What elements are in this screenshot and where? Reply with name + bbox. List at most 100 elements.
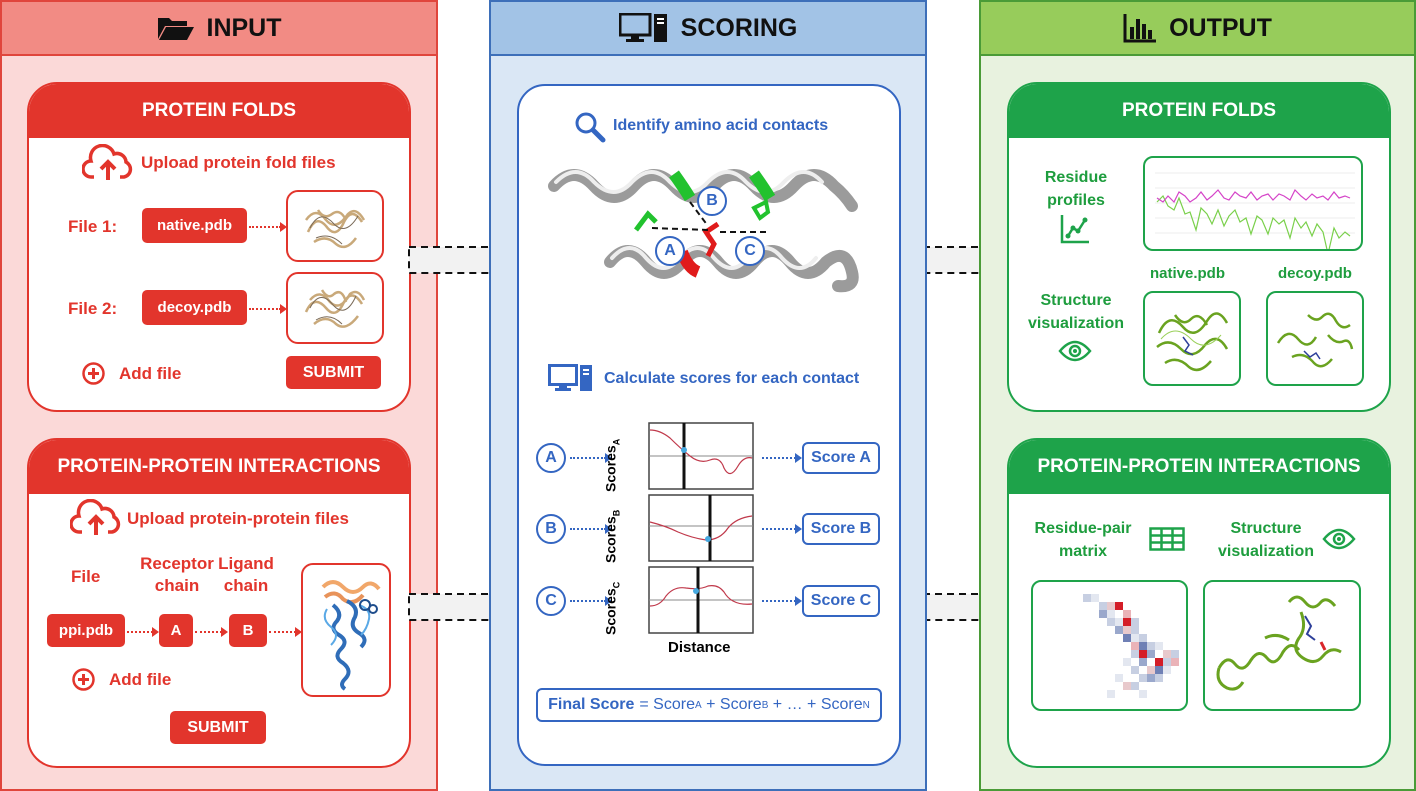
protein-structure-image xyxy=(304,209,366,249)
plot-b-out-arrow xyxy=(762,524,802,534)
heatmap-cell xyxy=(1163,666,1171,674)
scoring-header-label: SCORING xyxy=(680,13,798,42)
scoring-panel: SCORING xyxy=(489,0,927,791)
input-header: INPUT xyxy=(2,2,436,56)
folds-submit-button[interactable]: SUBMIT xyxy=(286,356,381,389)
file2-name-pill[interactable]: decoy.pdb xyxy=(142,290,247,325)
add-circle-icon[interactable] xyxy=(72,668,95,691)
score-plot-b xyxy=(648,494,754,562)
heatmap-cell xyxy=(1099,610,1107,618)
plot-c-in-arrow xyxy=(570,596,612,606)
file1-name-pill[interactable]: native.pdb xyxy=(142,208,247,243)
add-circle-icon[interactable] xyxy=(82,362,105,385)
heatmap-cell xyxy=(1155,674,1163,682)
helix-contact-diagram xyxy=(548,169,859,293)
upload-ppi-files-link[interactable]: Upload protein-protein files xyxy=(127,509,349,528)
heatmap-cell xyxy=(1163,658,1171,666)
input-header-label: INPUT xyxy=(206,13,282,42)
heatmap-cell xyxy=(1099,602,1107,610)
plot-a-ylabel-sub: A xyxy=(611,438,622,446)
upload-fold-files-link[interactable]: Upload protein fold files xyxy=(141,153,336,172)
heatmap-cell xyxy=(1139,642,1147,650)
output-header-label: OUTPUT xyxy=(1169,13,1272,42)
score-plot-c xyxy=(648,566,754,634)
plot-a-in-arrow xyxy=(570,453,612,463)
decoy-structure-image xyxy=(1276,312,1354,368)
heatmap-cell xyxy=(1115,602,1123,610)
native-output-label: native.pdb xyxy=(1150,265,1226,282)
cloud-upload-icon[interactable] xyxy=(82,144,134,182)
file1-arrow xyxy=(249,222,287,232)
output-ppi-title: PROTEIN-PROTEIN INTERACTIONS xyxy=(1009,440,1389,494)
residue-pair-heatmap-image xyxy=(1083,594,1179,698)
heatmap-cell xyxy=(1139,690,1147,698)
input-folds-title: PROTEIN FOLDS xyxy=(29,84,409,138)
add-file-link[interactable]: Add file xyxy=(119,364,182,383)
magnifier-icon xyxy=(575,112,606,143)
receptor-chain-label: Receptor chain xyxy=(140,554,214,595)
contact-label-a: A xyxy=(655,236,685,266)
heatmap-cell xyxy=(1131,682,1139,690)
plot-b-label: B xyxy=(536,514,566,544)
heatmap-cell xyxy=(1131,626,1139,634)
heatmap-cell xyxy=(1123,658,1131,666)
final-term-a: A xyxy=(694,699,702,711)
ppi-structure-image xyxy=(1216,595,1342,691)
heatmap-cell xyxy=(1131,618,1139,626)
heatmap-cell xyxy=(1115,618,1123,626)
heatmap-cell xyxy=(1083,594,1091,602)
ppi-file-arrow xyxy=(127,627,159,637)
ppi-submit-button[interactable]: SUBMIT xyxy=(170,711,266,744)
heatmap-cell xyxy=(1107,602,1115,610)
computer-icon xyxy=(548,364,592,391)
residue-profile-plot[interactable] xyxy=(1143,156,1363,251)
plot-a-label: A xyxy=(536,443,566,473)
ppi-file-pill[interactable]: ppi.pdb xyxy=(47,614,125,647)
ppi-file-column-label: File xyxy=(71,567,101,586)
heatmap-cell xyxy=(1155,666,1163,674)
plot-b-ylabel-sub: B xyxy=(611,509,622,517)
native-structure-thumbnail[interactable] xyxy=(286,190,384,262)
heatmap-cell xyxy=(1155,658,1163,666)
heatmap-cell xyxy=(1115,626,1123,634)
heatmap-cell xyxy=(1107,690,1115,698)
ppi-structure-thumbnail[interactable] xyxy=(301,563,391,697)
heatmap-cell xyxy=(1171,650,1179,658)
heatmap-cell xyxy=(1123,634,1131,642)
ppi-add-file-link[interactable]: Add file xyxy=(109,670,172,689)
structure-visualization-label: Structure visualization xyxy=(1027,292,1125,332)
ppi-structure-visualization-label: Structure visualization xyxy=(1217,520,1315,560)
native-3d-view[interactable] xyxy=(1143,291,1241,386)
heatmap-cell xyxy=(1123,610,1131,618)
plot-b-ylabel: ScoresB xyxy=(603,501,622,571)
final-term-plus-n: + … + Score xyxy=(768,696,863,713)
score-b-box: Score B xyxy=(802,513,880,545)
heatmap-cell xyxy=(1123,618,1131,626)
input-ppi-title: PROTEIN-PROTEIN INTERACTIONS xyxy=(29,440,409,494)
scoring-header: SCORING xyxy=(491,2,925,56)
receptor-chain-pill[interactable]: A xyxy=(159,614,193,647)
residue-pair-matrix-label: Residue-pair matrix xyxy=(1034,520,1132,560)
plot-c-out-arrow xyxy=(762,596,802,606)
contact-label-c: C xyxy=(735,236,765,266)
heatmap-cell xyxy=(1147,674,1155,682)
heatmap-cell xyxy=(1147,650,1155,658)
heatmap-cell xyxy=(1115,674,1123,682)
eye-icon xyxy=(1322,528,1356,550)
decoy-3d-view[interactable] xyxy=(1266,291,1364,386)
distance-xlabel: Distance xyxy=(668,639,731,656)
receptor-arrow xyxy=(195,627,228,637)
cloud-upload-icon[interactable] xyxy=(70,499,122,537)
plot-c-label: C xyxy=(536,586,566,616)
output-folds-title: PROTEIN FOLDS xyxy=(1009,84,1389,138)
ppi-3d-view[interactable] xyxy=(1203,580,1361,711)
final-score-eq: = Score xyxy=(639,696,695,713)
decoy-structure-thumbnail[interactable] xyxy=(286,272,384,344)
residue-pair-matrix-view[interactable] xyxy=(1031,580,1188,711)
folder-open-icon xyxy=(157,18,194,40)
protein-complex-image xyxy=(321,580,381,691)
ligand-chain-pill[interactable]: B xyxy=(229,614,267,647)
heatmap-cell xyxy=(1139,674,1147,682)
plot-c-ylabel-sub: C xyxy=(611,581,622,589)
